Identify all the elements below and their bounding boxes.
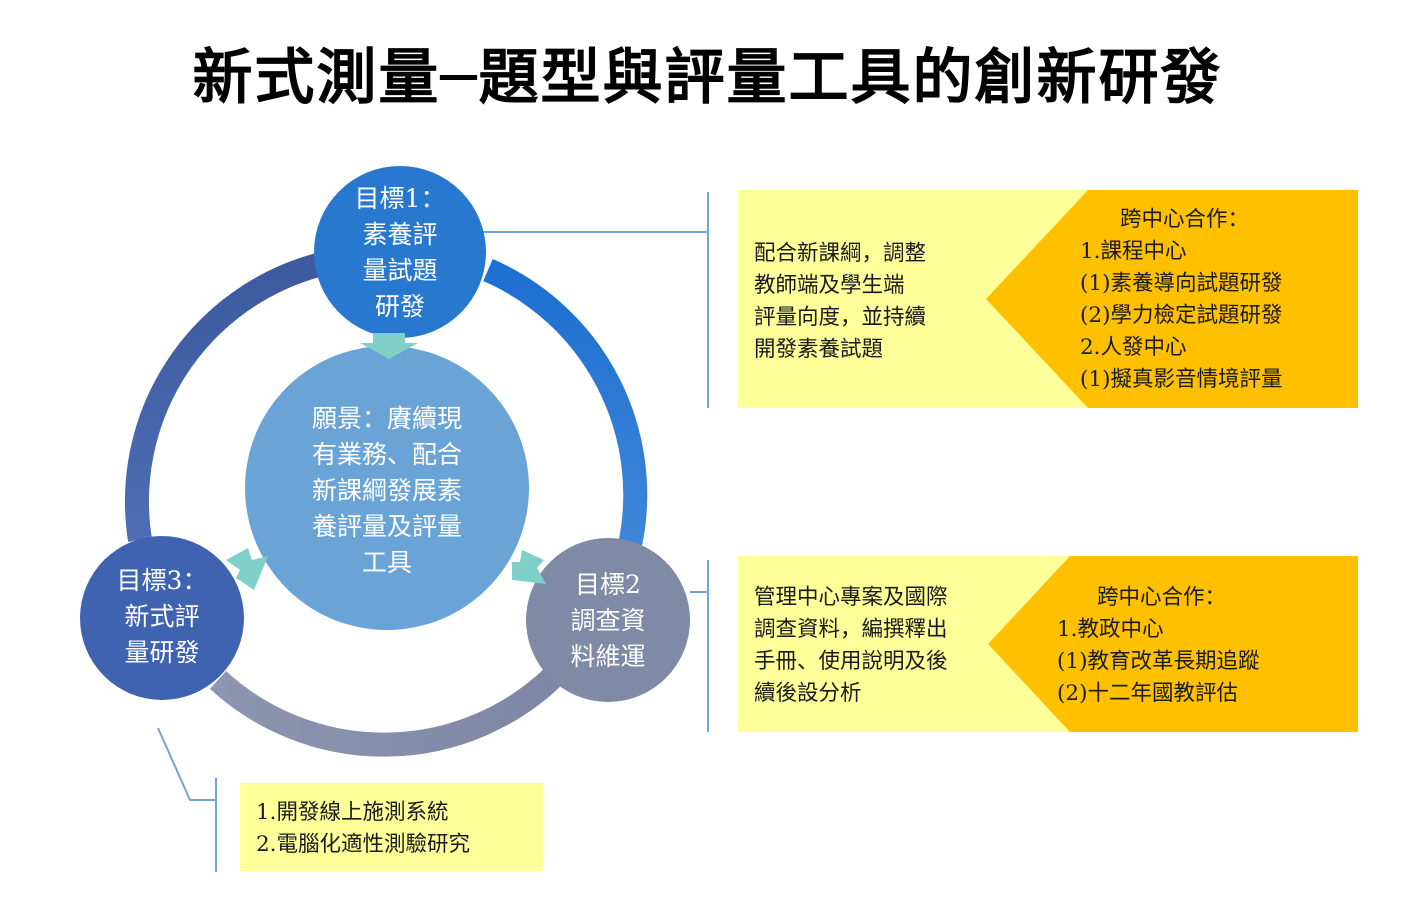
goal1-desc-line: 評量向度，並持續 bbox=[754, 305, 927, 330]
goal3-circle bbox=[80, 536, 244, 700]
ring-arc-bottom bbox=[209, 666, 564, 757]
vision-line: 願景：賡續現 bbox=[311, 403, 462, 433]
collab-line: 2.人發中心 bbox=[1080, 335, 1187, 360]
goal3-line: 新式評 bbox=[124, 602, 200, 631]
arrow-goal1-to-vision bbox=[360, 333, 418, 359]
collab-line: 1.課程中心 bbox=[1080, 239, 1187, 264]
goal2-desc-text: 管理中心專案及國際 調查資料，編撰釋出 手冊、使用說明及後 續後設分析 bbox=[754, 582, 948, 710]
collab-line: (2)十二年國教評估 bbox=[1057, 681, 1238, 706]
goal3-line: 量研發 bbox=[124, 638, 200, 667]
goal1-line: 量試題 bbox=[362, 256, 438, 285]
goal2-desc-line: 調查資料，編撰釋出 bbox=[754, 617, 948, 642]
goal2-desc-line: 續後設分析 bbox=[754, 681, 862, 706]
connector-goal3-line bbox=[157, 727, 216, 801]
collab-heading: 跨中心合作： bbox=[1120, 207, 1250, 232]
goal3-desc-text: 1.開發線上施測系統 2.電腦化適性測驗研究 bbox=[256, 797, 470, 861]
goal2-collab-text: 跨中心合作： 1.教政中心 (1)教育改革長期追蹤 (2)十二年國教評估 bbox=[1057, 582, 1259, 710]
goal1-line: 目標1： bbox=[354, 184, 446, 213]
collab-line: (1)擬真影音情境評量 bbox=[1080, 367, 1283, 392]
goal3-desc-line: 1.開發線上施測系統 bbox=[256, 800, 449, 825]
goal3-line: 目標3： bbox=[116, 566, 208, 595]
vision-label: 願景：賡續現 有業務、配合 新課綱發展素 養評量及評量 工具 bbox=[262, 398, 512, 583]
goal1-label: 目標1： 素養評 量試題 研發 bbox=[320, 178, 480, 328]
page-title: 新式測量─題型與評量工具的創新研發 bbox=[192, 43, 1223, 113]
vision-line: 工具 bbox=[361, 547, 412, 577]
collab-heading: 跨中心合作： bbox=[1097, 585, 1227, 610]
vision-line: 有業務、配合 bbox=[311, 439, 462, 469]
goal1-line: 研發 bbox=[374, 292, 425, 321]
vision-line: 新課綱發展素 bbox=[311, 475, 462, 505]
goal1-collab-text: 跨中心合作： 1.課程中心 (1)素養導向試題研發 (2)學力檢定試題研發 2.… bbox=[1080, 204, 1282, 396]
vision-line: 養評量及評量 bbox=[311, 511, 462, 541]
goal2-circle bbox=[526, 538, 690, 702]
collab-line: (1)教育改革長期追蹤 bbox=[1057, 649, 1260, 674]
goal2-collab-box bbox=[988, 556, 1358, 732]
arrow-goal3-to-vision bbox=[226, 548, 268, 590]
goal3-label: 目標3： 新式評 量研發 bbox=[82, 558, 242, 676]
goal2-line: 料維運 bbox=[570, 642, 646, 671]
goal1-circle bbox=[314, 166, 486, 338]
goal2-desc-line: 管理中心專案及國際 bbox=[754, 585, 948, 610]
goal3-desc-box bbox=[240, 783, 543, 871]
collab-line: (2)學力檢定試題研發 bbox=[1080, 303, 1283, 328]
collab-line: (1)素養導向試題研發 bbox=[1080, 271, 1283, 296]
goal2-label: 目標2 調查資 料維運 bbox=[527, 562, 689, 680]
goal1-collab-box bbox=[986, 190, 1358, 408]
collab-line: 1.教政中心 bbox=[1057, 617, 1164, 642]
goal2-line: 目標2 bbox=[575, 570, 641, 599]
goal1-desc-line: 教師端及學生端 bbox=[754, 273, 905, 298]
goal1-line: 素養評 bbox=[362, 220, 438, 249]
goal2-desc-line: 手冊、使用說明及後 bbox=[754, 649, 948, 674]
ring-arc-right bbox=[483, 259, 648, 548]
goal1-desc-text: 配合新課綱，調整 教師端及學生端 評量向度，並持續 開發素養試題 bbox=[754, 238, 926, 366]
arrow-goal2-to-vision bbox=[512, 550, 546, 584]
goal3-desc-line: 2.電腦化適性測驗研究 bbox=[256, 832, 471, 857]
vision-circle bbox=[245, 346, 529, 630]
ring-arc-left bbox=[124, 253, 322, 542]
goal1-desc-line: 配合新課綱，調整 bbox=[754, 241, 927, 266]
goal2-line: 調查資 bbox=[570, 606, 646, 635]
goal1-desc-line: 開發素養試題 bbox=[754, 337, 884, 362]
